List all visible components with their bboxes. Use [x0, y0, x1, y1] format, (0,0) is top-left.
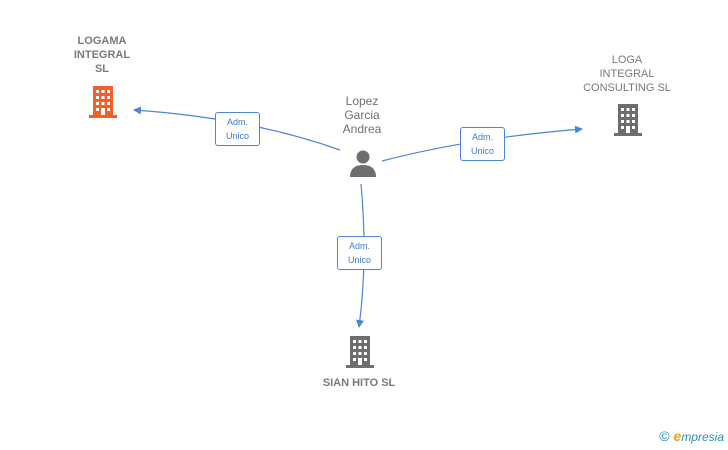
node-label-person: Lopez Garcia Andrea — [342, 94, 382, 136]
brand-logo: empresia — [673, 428, 724, 444]
building-icon[interactable] — [87, 84, 119, 120]
edge-label-role: Adm. Unico — [337, 236, 382, 270]
edge-label-role: Adm. Unico — [215, 112, 260, 146]
edge-label-role: Adm. Unico — [460, 127, 505, 161]
node-label-sian: SIAN HITO SL — [322, 377, 396, 389]
building-icon[interactable] — [344, 334, 376, 370]
node-label-loga: LOGA INTEGRAL CONSULTING SL — [583, 54, 671, 94]
node-label-logama: LOGAMA INTEGRAL SL — [73, 35, 131, 75]
person-icon[interactable] — [348, 148, 378, 178]
brand-watermark: © empresia — [659, 428, 724, 444]
building-icon[interactable] — [612, 102, 644, 138]
copyright-icon: © — [659, 428, 670, 444]
